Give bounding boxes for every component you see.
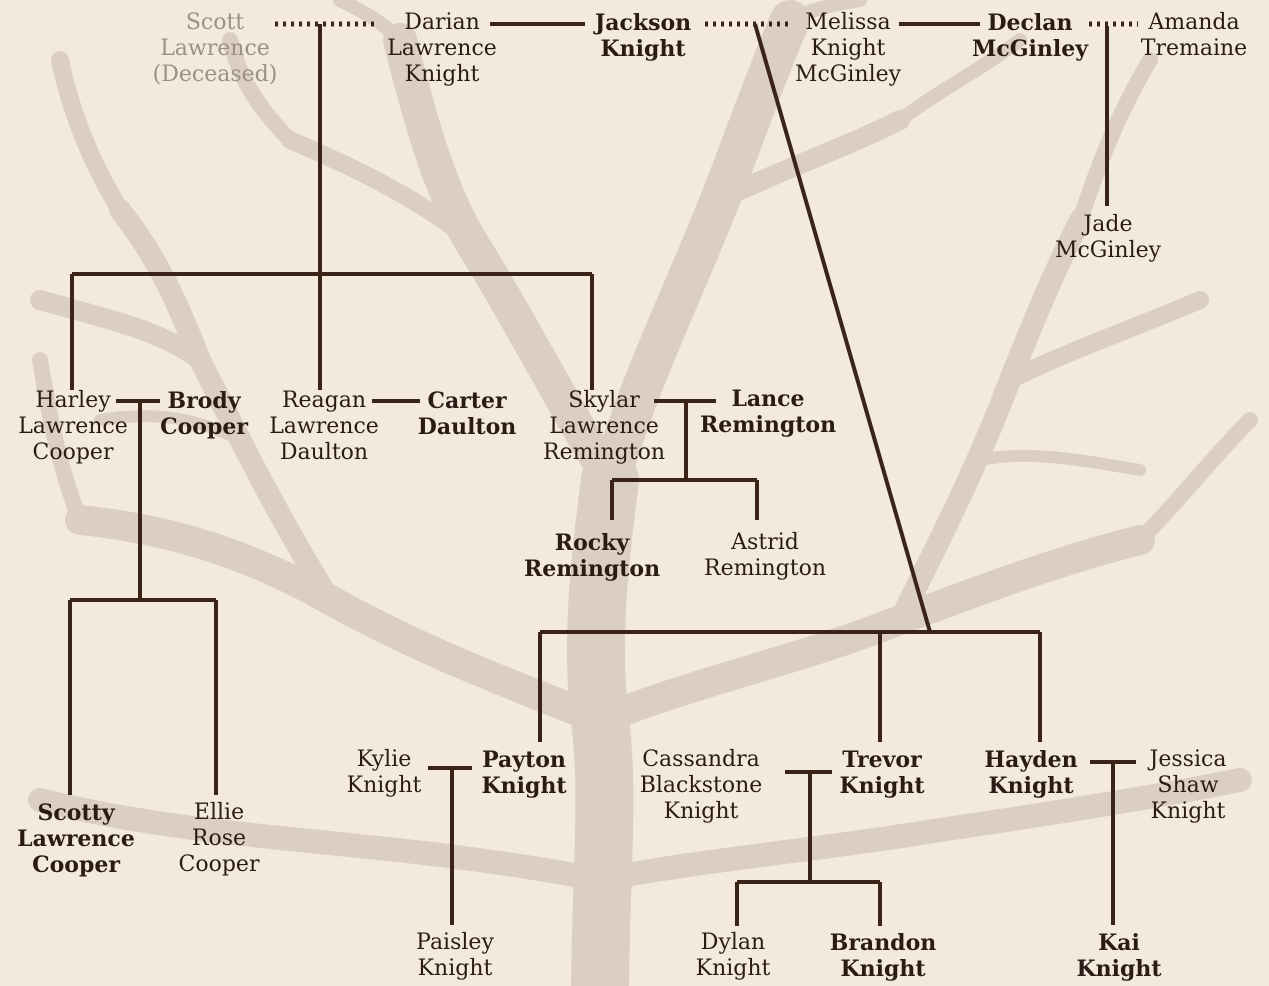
person-scott-lawrence: Scott Lawrence (Deceased) [152, 10, 278, 87]
person-rocky-remington: Rocky Remington [523, 530, 661, 582]
person-brody-cooper: Brody Cooper [160, 388, 248, 440]
person-cassandra-blackstone-knight: Cassandra Blackstone Knight [639, 747, 763, 824]
person-kai-knight: Kai Knight [1076, 930, 1162, 982]
person-carter-daulton: Carter Daulton [417, 388, 517, 440]
person-trevor-knight: Trevor Knight [839, 747, 925, 799]
person-skylar-lawrence-remington: Skylar Lawrence Remington [543, 388, 665, 465]
person-lance-remington: Lance Remington [699, 386, 837, 438]
person-scotty-lawrence-cooper: Scotty Lawrence Cooper [17, 800, 135, 878]
person-kylie-knight: Kylie Knight [346, 747, 422, 798]
person-reagan-lawrence-daulton: Reagan Lawrence Daulton [269, 388, 379, 465]
person-ellie-rose-cooper: Ellie Rose Cooper [178, 800, 260, 877]
person-declan-mcginley: Declan McGinley [971, 10, 1089, 62]
person-astrid-remington: Astrid Remington [704, 530, 826, 581]
person-harley-lawrence-cooper: Harley Lawrence Cooper [18, 388, 128, 465]
person-hayden-knight: Hayden Knight [984, 747, 1078, 799]
person-payton-knight: Payton Knight [481, 747, 567, 799]
person-amanda-tremaine: Amanda Tremaine [1140, 10, 1248, 61]
person-paisley-knight: Paisley Knight [416, 930, 494, 981]
person-jade-mcginley: Jade McGinley [1054, 212, 1162, 263]
person-brandon-knight: Brandon Knight [829, 930, 937, 982]
person-jackson-knight: Jackson Knight [594, 10, 692, 62]
person-darian-lawrence-knight: Darian Lawrence Knight [387, 10, 497, 87]
person-dylan-knight: Dylan Knight [695, 930, 771, 981]
descent-line-jackson-children [753, 23, 932, 633]
person-jessica-shaw-knight: Jessica Shaw Knight [1149, 747, 1227, 824]
person-melissa-knight-mcginley: Melissa Knight McGinley [794, 10, 902, 87]
